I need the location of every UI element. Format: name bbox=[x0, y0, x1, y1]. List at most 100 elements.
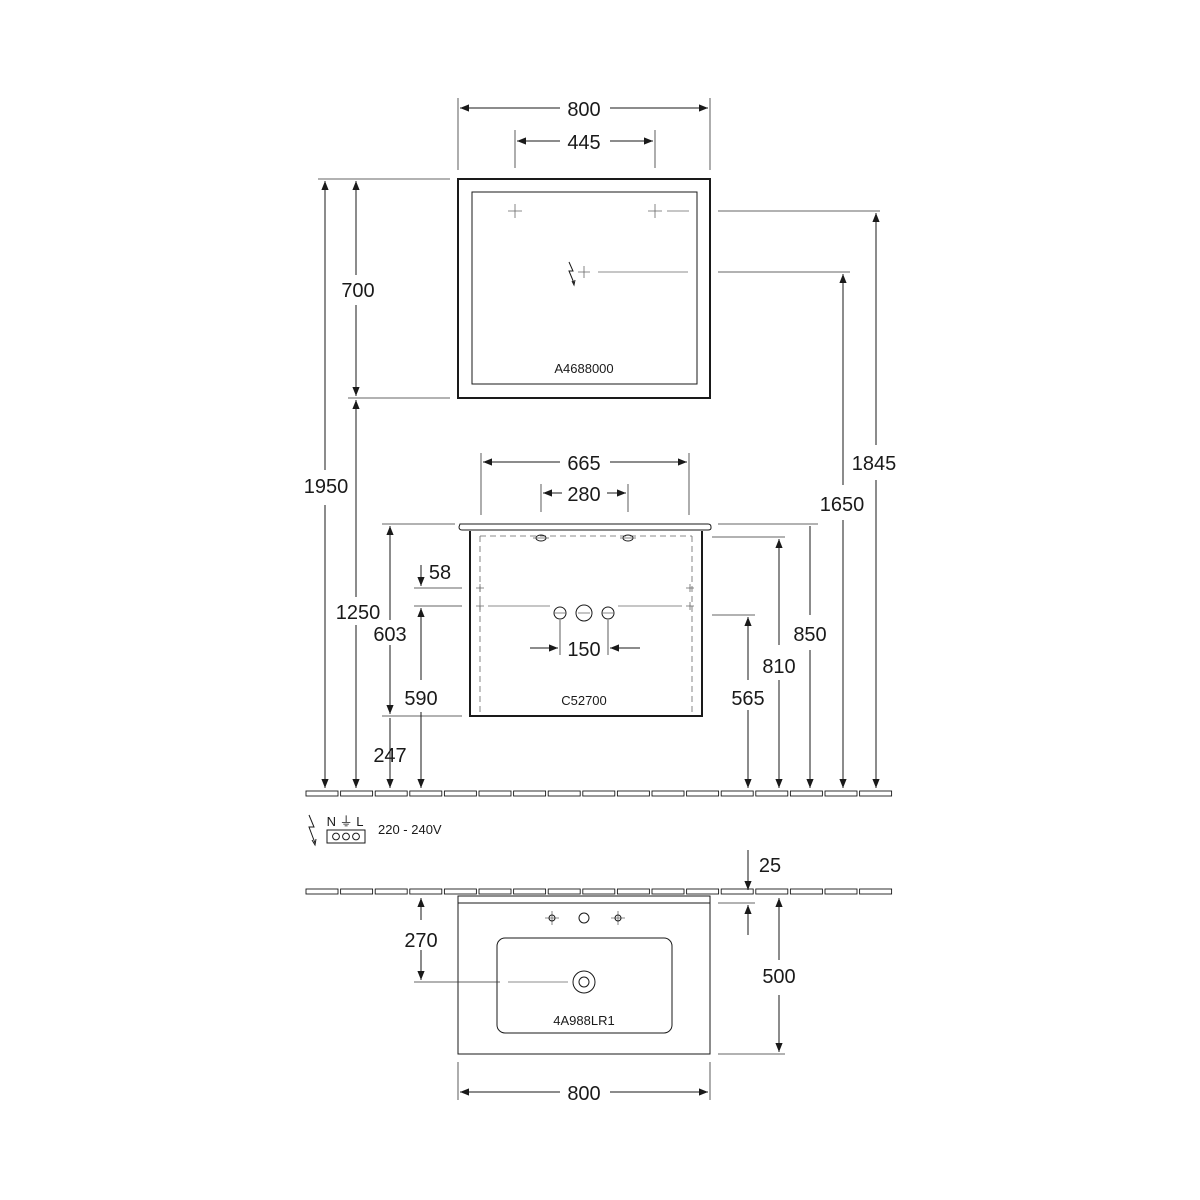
dim-603: 603 bbox=[373, 523, 462, 717]
dim-1845: 1845 bbox=[718, 210, 897, 788]
terminal-labels: N ⏚ L bbox=[327, 814, 364, 829]
dim-tap-spacing: 150 bbox=[530, 620, 640, 661]
dim-1950-label: 1950 bbox=[304, 476, 349, 498]
floor-tile bbox=[374, 790, 408, 797]
power-symbol-icon bbox=[308, 814, 317, 847]
floor-tile bbox=[513, 790, 547, 797]
floor-tile bbox=[305, 888, 339, 895]
floor-tile bbox=[305, 790, 339, 797]
floor-tile bbox=[859, 790, 893, 797]
dim-1845-label: 1845 bbox=[852, 453, 897, 475]
dim-1650: 1650 bbox=[718, 271, 865, 788]
dim-basin-width-label: 800 bbox=[567, 1083, 600, 1105]
basin-code: 4A988LR1 bbox=[553, 1013, 614, 1028]
vanity-body bbox=[469, 531, 703, 717]
terminal-block-icon bbox=[326, 829, 366, 844]
floor-line bbox=[305, 790, 893, 797]
mirror-light-marker-right bbox=[648, 204, 689, 218]
dim-mirror-width: 800 bbox=[457, 98, 711, 170]
dim-247: 247 bbox=[373, 718, 407, 788]
mirror-code: A4688000 bbox=[554, 361, 613, 376]
dim-mirror-height: 700 bbox=[341, 181, 450, 399]
floor-tile bbox=[755, 790, 789, 797]
dim-270-label: 270 bbox=[404, 930, 437, 952]
mirror-light-marker-left bbox=[508, 204, 522, 218]
dim-565-label: 565 bbox=[731, 688, 764, 710]
floor-tile bbox=[582, 790, 616, 797]
floor-tile bbox=[789, 790, 823, 797]
basin-bowl bbox=[496, 937, 673, 1034]
vanity-unit: C52700 bbox=[458, 523, 712, 717]
dim-565: 565 bbox=[712, 614, 765, 788]
basin-outline bbox=[457, 895, 711, 1055]
dim-drain-spacing-label: 280 bbox=[567, 484, 600, 506]
floor-tile bbox=[616, 790, 650, 797]
dim-850-label: 850 bbox=[793, 624, 826, 646]
dim-tap-spacing-label: 150 bbox=[567, 639, 600, 661]
floor-tile bbox=[340, 790, 374, 797]
floor-tile bbox=[340, 888, 374, 895]
dim-810-label: 810 bbox=[762, 656, 795, 678]
dim-25-label: 25 bbox=[759, 855, 781, 877]
floor-tile bbox=[755, 888, 789, 895]
dim-1650-label: 1650 bbox=[820, 494, 865, 516]
floor-tile bbox=[582, 888, 616, 895]
dim-590-label: 590 bbox=[404, 688, 437, 710]
dim-1250-label: 1250 bbox=[336, 602, 381, 624]
dim-mirror-height-label: 700 bbox=[341, 280, 374, 302]
vanity-code: C52700 bbox=[561, 693, 607, 708]
floor-tile bbox=[720, 888, 754, 895]
basin-drain bbox=[508, 970, 596, 994]
basin-top-view: 4A988LR1 bbox=[457, 895, 711, 1055]
dim-1950: 1950 bbox=[304, 178, 450, 788]
floor-tile bbox=[616, 888, 650, 895]
floor-tile bbox=[720, 790, 754, 797]
dim-25: 25 bbox=[718, 850, 781, 935]
vanity-drain-right bbox=[620, 534, 636, 542]
dim-58-label: 58 bbox=[429, 562, 451, 584]
dim-270: 270 bbox=[404, 898, 500, 983]
dim-500: 500 bbox=[718, 898, 796, 1055]
floor-tile bbox=[409, 790, 443, 797]
dim-850: 850 bbox=[718, 523, 827, 788]
floor-tile bbox=[686, 888, 720, 895]
basin-tap-holes bbox=[545, 911, 625, 925]
electrical-connection: N ⏚ L 220 - 240V bbox=[308, 814, 442, 847]
floor-tile bbox=[547, 790, 581, 797]
floor-tile bbox=[513, 888, 547, 895]
mirror-power-symbol-icon bbox=[568, 261, 576, 287]
dim-590: 590 bbox=[404, 610, 438, 788]
floor-tile bbox=[409, 888, 443, 895]
floor-tile bbox=[651, 888, 685, 895]
dim-drain-spacing: 280 bbox=[540, 484, 629, 512]
voltage-label: 220 - 240V bbox=[378, 822, 442, 837]
dim-500-label: 500 bbox=[762, 966, 795, 988]
dim-mirror-lights-label: 445 bbox=[567, 132, 600, 154]
floor-tile bbox=[686, 790, 720, 797]
vanity-drain-left bbox=[533, 534, 549, 542]
dim-1250: 1250 bbox=[336, 400, 381, 788]
dim-vanity-width: 665 bbox=[480, 453, 690, 515]
dim-603-label: 603 bbox=[373, 624, 406, 646]
floor-tile bbox=[789, 888, 823, 895]
floor-tile bbox=[859, 888, 893, 895]
dim-mirror-width-label: 800 bbox=[567, 99, 600, 121]
vanity-tap-connections bbox=[553, 604, 615, 622]
dim-mirror-lights: 445 bbox=[514, 130, 656, 168]
floor-tile bbox=[374, 888, 408, 895]
floor-tile bbox=[478, 790, 512, 797]
floor-tile bbox=[824, 790, 858, 797]
wall-line bbox=[305, 888, 893, 895]
mirror-outer-frame bbox=[457, 178, 711, 399]
dim-810: 810 bbox=[712, 536, 796, 788]
dim-vanity-width-label: 665 bbox=[567, 453, 600, 475]
floor-tile bbox=[547, 888, 581, 895]
floor-tile bbox=[651, 790, 685, 797]
floor-tile bbox=[443, 790, 477, 797]
dim-basin-width: 800 bbox=[457, 1062, 711, 1105]
dim-247-label: 247 bbox=[373, 745, 406, 767]
floor-tile bbox=[478, 888, 512, 895]
floor-tile bbox=[443, 888, 477, 895]
floor-tile bbox=[824, 888, 858, 895]
